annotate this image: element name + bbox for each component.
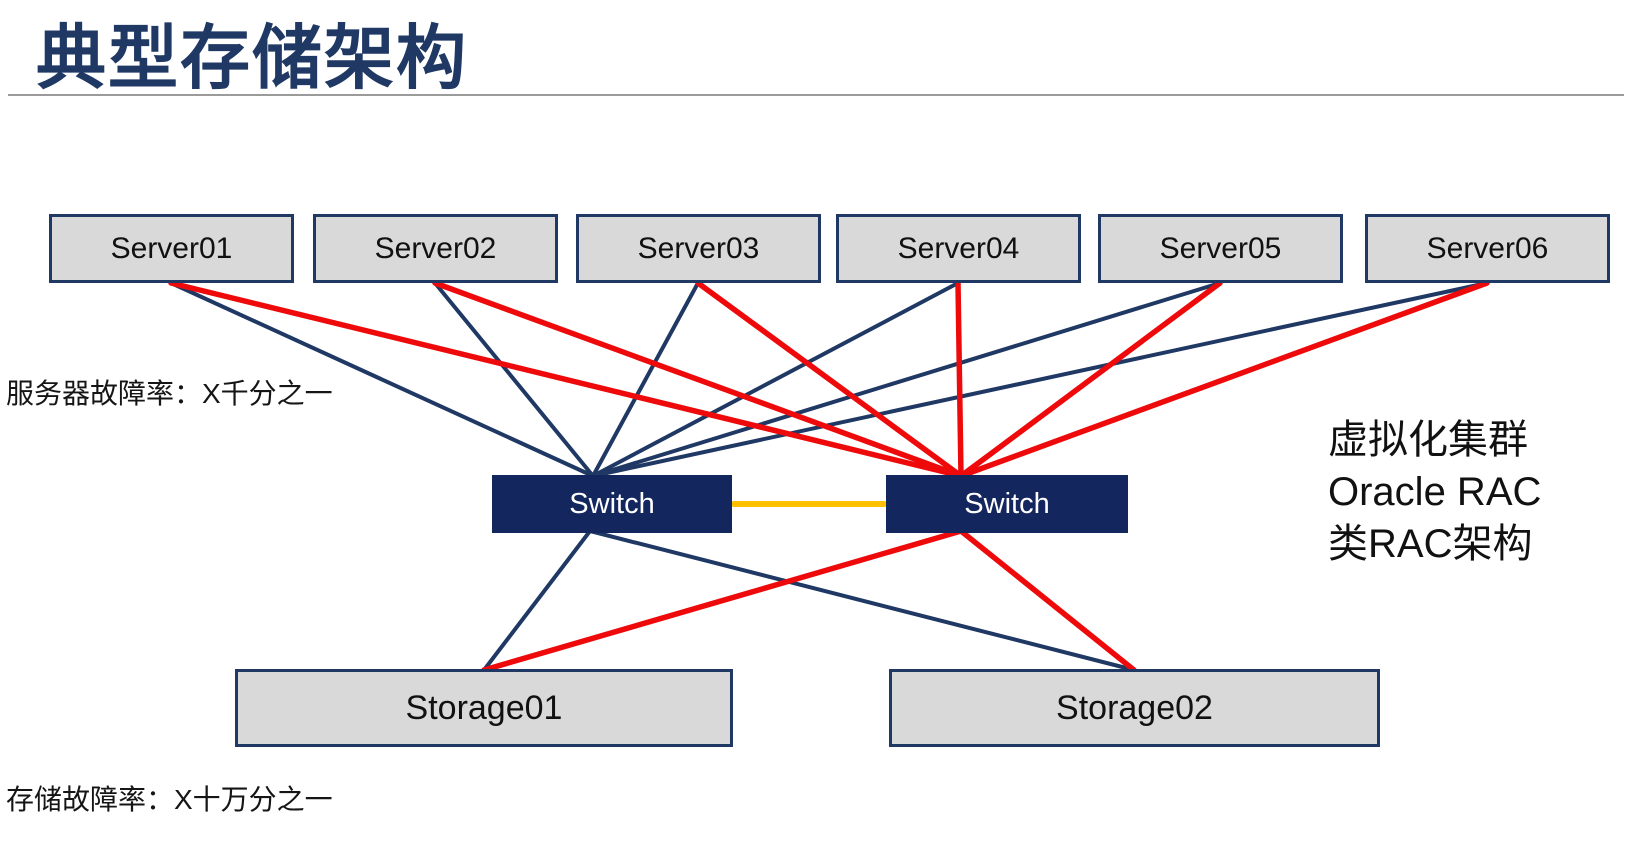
edge-server3-bottom-to-switch2-top — [695, 280, 964, 479]
cluster-note-line-1: 虚拟化集群 — [1328, 418, 1528, 462]
edge-server2-bottom-to-switch1-top — [433, 281, 595, 478]
title-divider — [8, 94, 1624, 96]
page-title: 典型存储架构 — [36, 19, 468, 97]
switch-node-1: Switch — [492, 475, 732, 533]
cluster-note: 虚拟化集群 Oracle RAC 类RAC架构 — [1328, 414, 1541, 570]
server-node-01: Server01 — [49, 214, 294, 283]
cluster-note-line-2: Oracle RAC — [1328, 470, 1542, 514]
cluster-note-line-3: 类RAC架构 — [1328, 522, 1533, 566]
edge-switch1-bottom-to-storage1-top — [482, 529, 592, 672]
edge-server5-bottom-to-switch2-top — [958, 280, 1223, 479]
edge-switch1-bottom-to-storage2-top — [588, 529, 1136, 672]
edge-switch2-bottom-to-storage2-top — [958, 528, 1137, 673]
storage-node-02: Storage02 — [889, 669, 1380, 747]
server-node-02: Server02 — [313, 214, 558, 283]
edge-server3-bottom-to-switch1-top — [591, 281, 700, 478]
edge-switch2-bottom-to-storage1-top — [481, 528, 964, 673]
server-failure-rate-label: 服务器故障率：X千分之一 — [6, 378, 333, 409]
edge-server4-bottom-to-switch2-top — [955, 280, 964, 479]
edge-server2-bottom-to-switch2-top — [432, 280, 964, 479]
storage-failure-rate-label: 存储故障率：X十万分之一 — [6, 784, 333, 815]
storage-node-01: Storage01 — [235, 669, 733, 747]
switch-node-2: Switch — [886, 475, 1128, 533]
server-node-03: Server03 — [576, 214, 821, 283]
server-node-04: Server04 — [836, 214, 1081, 283]
server-node-05: Server05 — [1098, 214, 1343, 283]
edge-server4-bottom-to-switch1-top — [591, 281, 960, 478]
edge-server5-bottom-to-switch1-top — [591, 281, 1222, 478]
server-node-06: Server06 — [1365, 214, 1610, 283]
